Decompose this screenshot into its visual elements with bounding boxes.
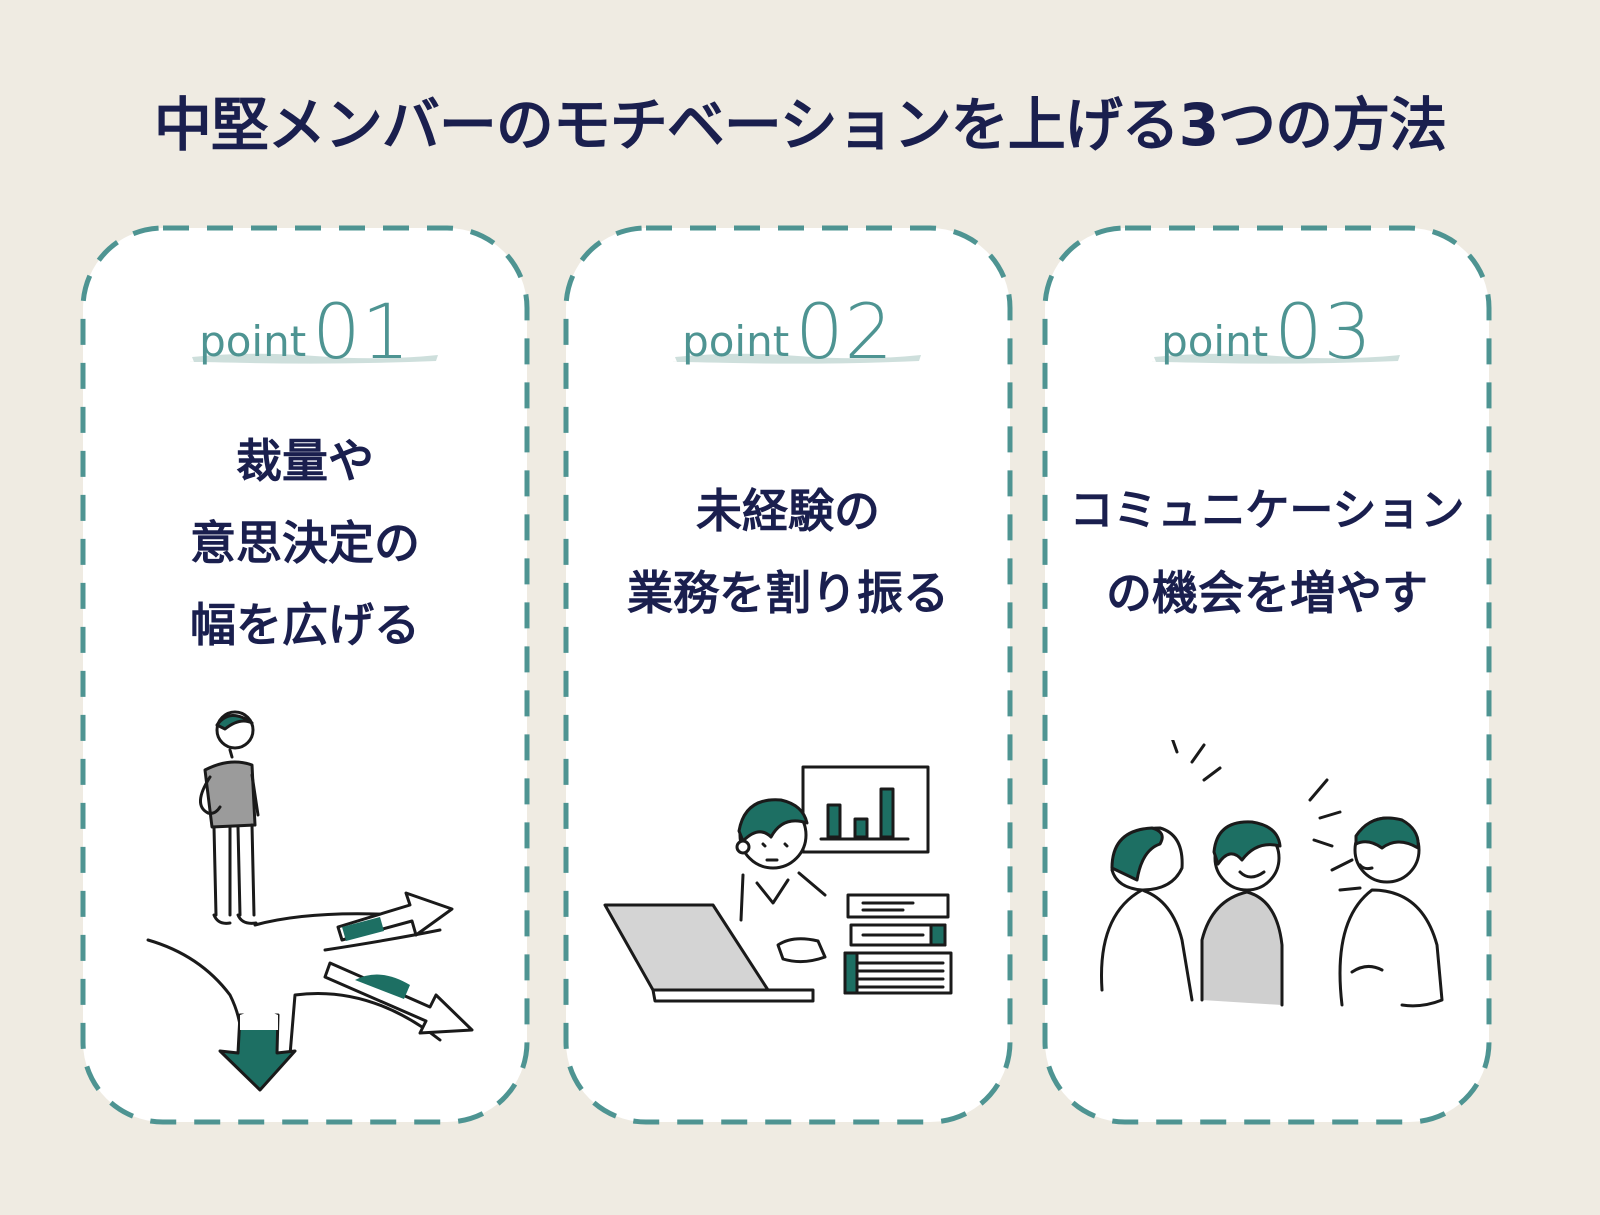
point-label: point01 xyxy=(80,287,530,376)
card-heading: 未経験の 業務を割り振る xyxy=(563,470,1013,634)
point-number: 02 xyxy=(795,287,894,376)
person-at-crossroads-arrows-icon xyxy=(146,710,474,1092)
point-number: 03 xyxy=(1274,287,1373,376)
page-title: 中堅メンバーのモチベーションを上げる3つの方法 xyxy=(153,91,1447,159)
heading-line: 幅を広げる xyxy=(190,598,420,652)
point-word: point xyxy=(682,317,790,366)
brush-stroke-decoration xyxy=(1152,353,1400,364)
heading-line: の機会を増やす xyxy=(1106,566,1428,620)
heading-line: 未経験の xyxy=(696,484,880,538)
point-card-02: point02 未経験の 業務を割り振る xyxy=(563,225,1013,1125)
heading-line: 裁量や xyxy=(236,434,374,488)
point-number: 01 xyxy=(312,287,411,376)
heading-line: 意思決定の xyxy=(190,516,420,570)
point-word: point xyxy=(199,317,307,366)
card-heading: コミュニケーション の機会を増やす xyxy=(1042,470,1492,634)
brush-stroke-decoration xyxy=(190,353,438,364)
heading-line: コミュニケーション xyxy=(1069,485,1465,536)
brush-stroke-decoration xyxy=(673,353,921,364)
point-card-03: point03 コミュニケーション の機会を増やす xyxy=(1042,225,1492,1125)
heading-line: 業務を割り振る xyxy=(627,566,949,620)
three-people-talking-icon xyxy=(1100,740,1444,1008)
person-laptop-chart-documents-icon xyxy=(603,765,953,1003)
card-heading: 裁量や 意思決定の 幅を広げる xyxy=(80,420,530,666)
point-label: point02 xyxy=(563,287,1013,376)
point-word: point xyxy=(1161,317,1269,366)
point-card-01: point01 裁量や 意思決定の 幅を広げる xyxy=(80,225,530,1125)
point-label: point03 xyxy=(1042,287,1492,376)
